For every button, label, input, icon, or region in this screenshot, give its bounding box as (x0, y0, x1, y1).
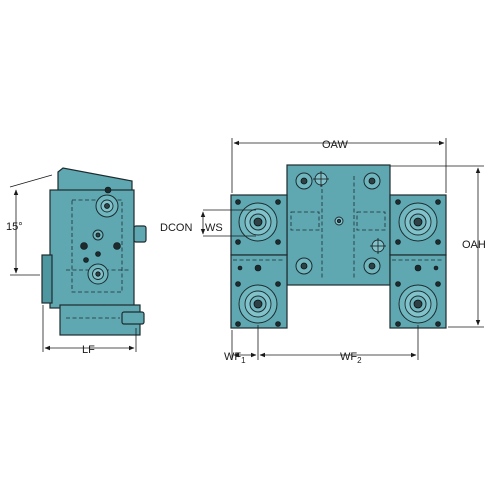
spindle-top-right (395, 199, 441, 245)
lf-dimension: LF (42, 305, 137, 356)
side-view (41, 167, 147, 336)
dcon-label: DCON (160, 222, 192, 234)
wf2-label: WF2 (340, 351, 362, 365)
wf1-label: WF1 (224, 351, 246, 365)
oah-label: OAH (462, 239, 486, 251)
angle-dimension: 15° (6, 174, 53, 276)
angle-label: 15° (6, 221, 23, 233)
spindle-bottom-right (395, 264, 441, 327)
oaw-dimension: OAW (231, 138, 447, 193)
ws-label: WS (205, 222, 223, 234)
dcon-ws-dimension: DCON WS (160, 209, 256, 237)
spindle-bottom-left (235, 264, 281, 327)
lf-label: LF (82, 344, 95, 356)
front-view (230, 164, 447, 329)
wf-dimensions: WF1 WF2 (224, 325, 419, 365)
side-view-body (49, 189, 135, 309)
spindle-top-left (235, 199, 281, 245)
oah-dimension: OAH (390, 165, 486, 328)
oaw-label: OAW (322, 139, 348, 151)
